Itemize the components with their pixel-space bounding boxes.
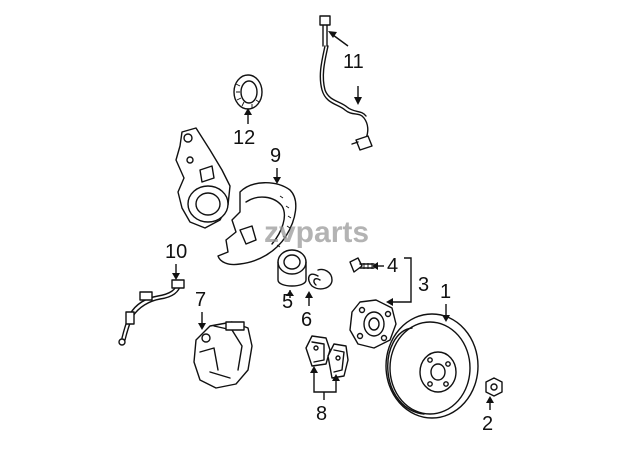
steering-knuckle <box>175 127 231 229</box>
callout-8: 8 <box>316 403 327 425</box>
callout-3: 3 <box>418 274 429 296</box>
wheel-bearing <box>277 249 307 287</box>
callout-1: 1 <box>440 281 451 303</box>
brake-pads <box>305 335 349 379</box>
abs-sensor-wire <box>319 15 373 151</box>
callout-4: 4 <box>387 255 398 277</box>
watermark-logo: zvparts <box>264 216 369 249</box>
brake-hose <box>118 279 185 346</box>
brake-caliper <box>193 321 253 389</box>
wheel-hub <box>349 299 397 349</box>
callout-12: 12 <box>233 127 255 149</box>
splash-shield <box>217 182 297 266</box>
callout-10: 10 <box>165 241 187 263</box>
axle-nut <box>485 377 503 397</box>
snap-ring <box>307 268 333 290</box>
callout-11: 11 <box>343 51 364 73</box>
callout-2: 2 <box>482 413 493 435</box>
callout-9: 9 <box>270 145 281 167</box>
abs-tone-ring <box>233 74 263 110</box>
brake-rotor <box>385 313 479 419</box>
wheel-stud <box>349 257 375 273</box>
callout-6: 6 <box>301 309 312 331</box>
callout-5: 5 <box>282 291 293 313</box>
callout-7: 7 <box>195 289 206 311</box>
